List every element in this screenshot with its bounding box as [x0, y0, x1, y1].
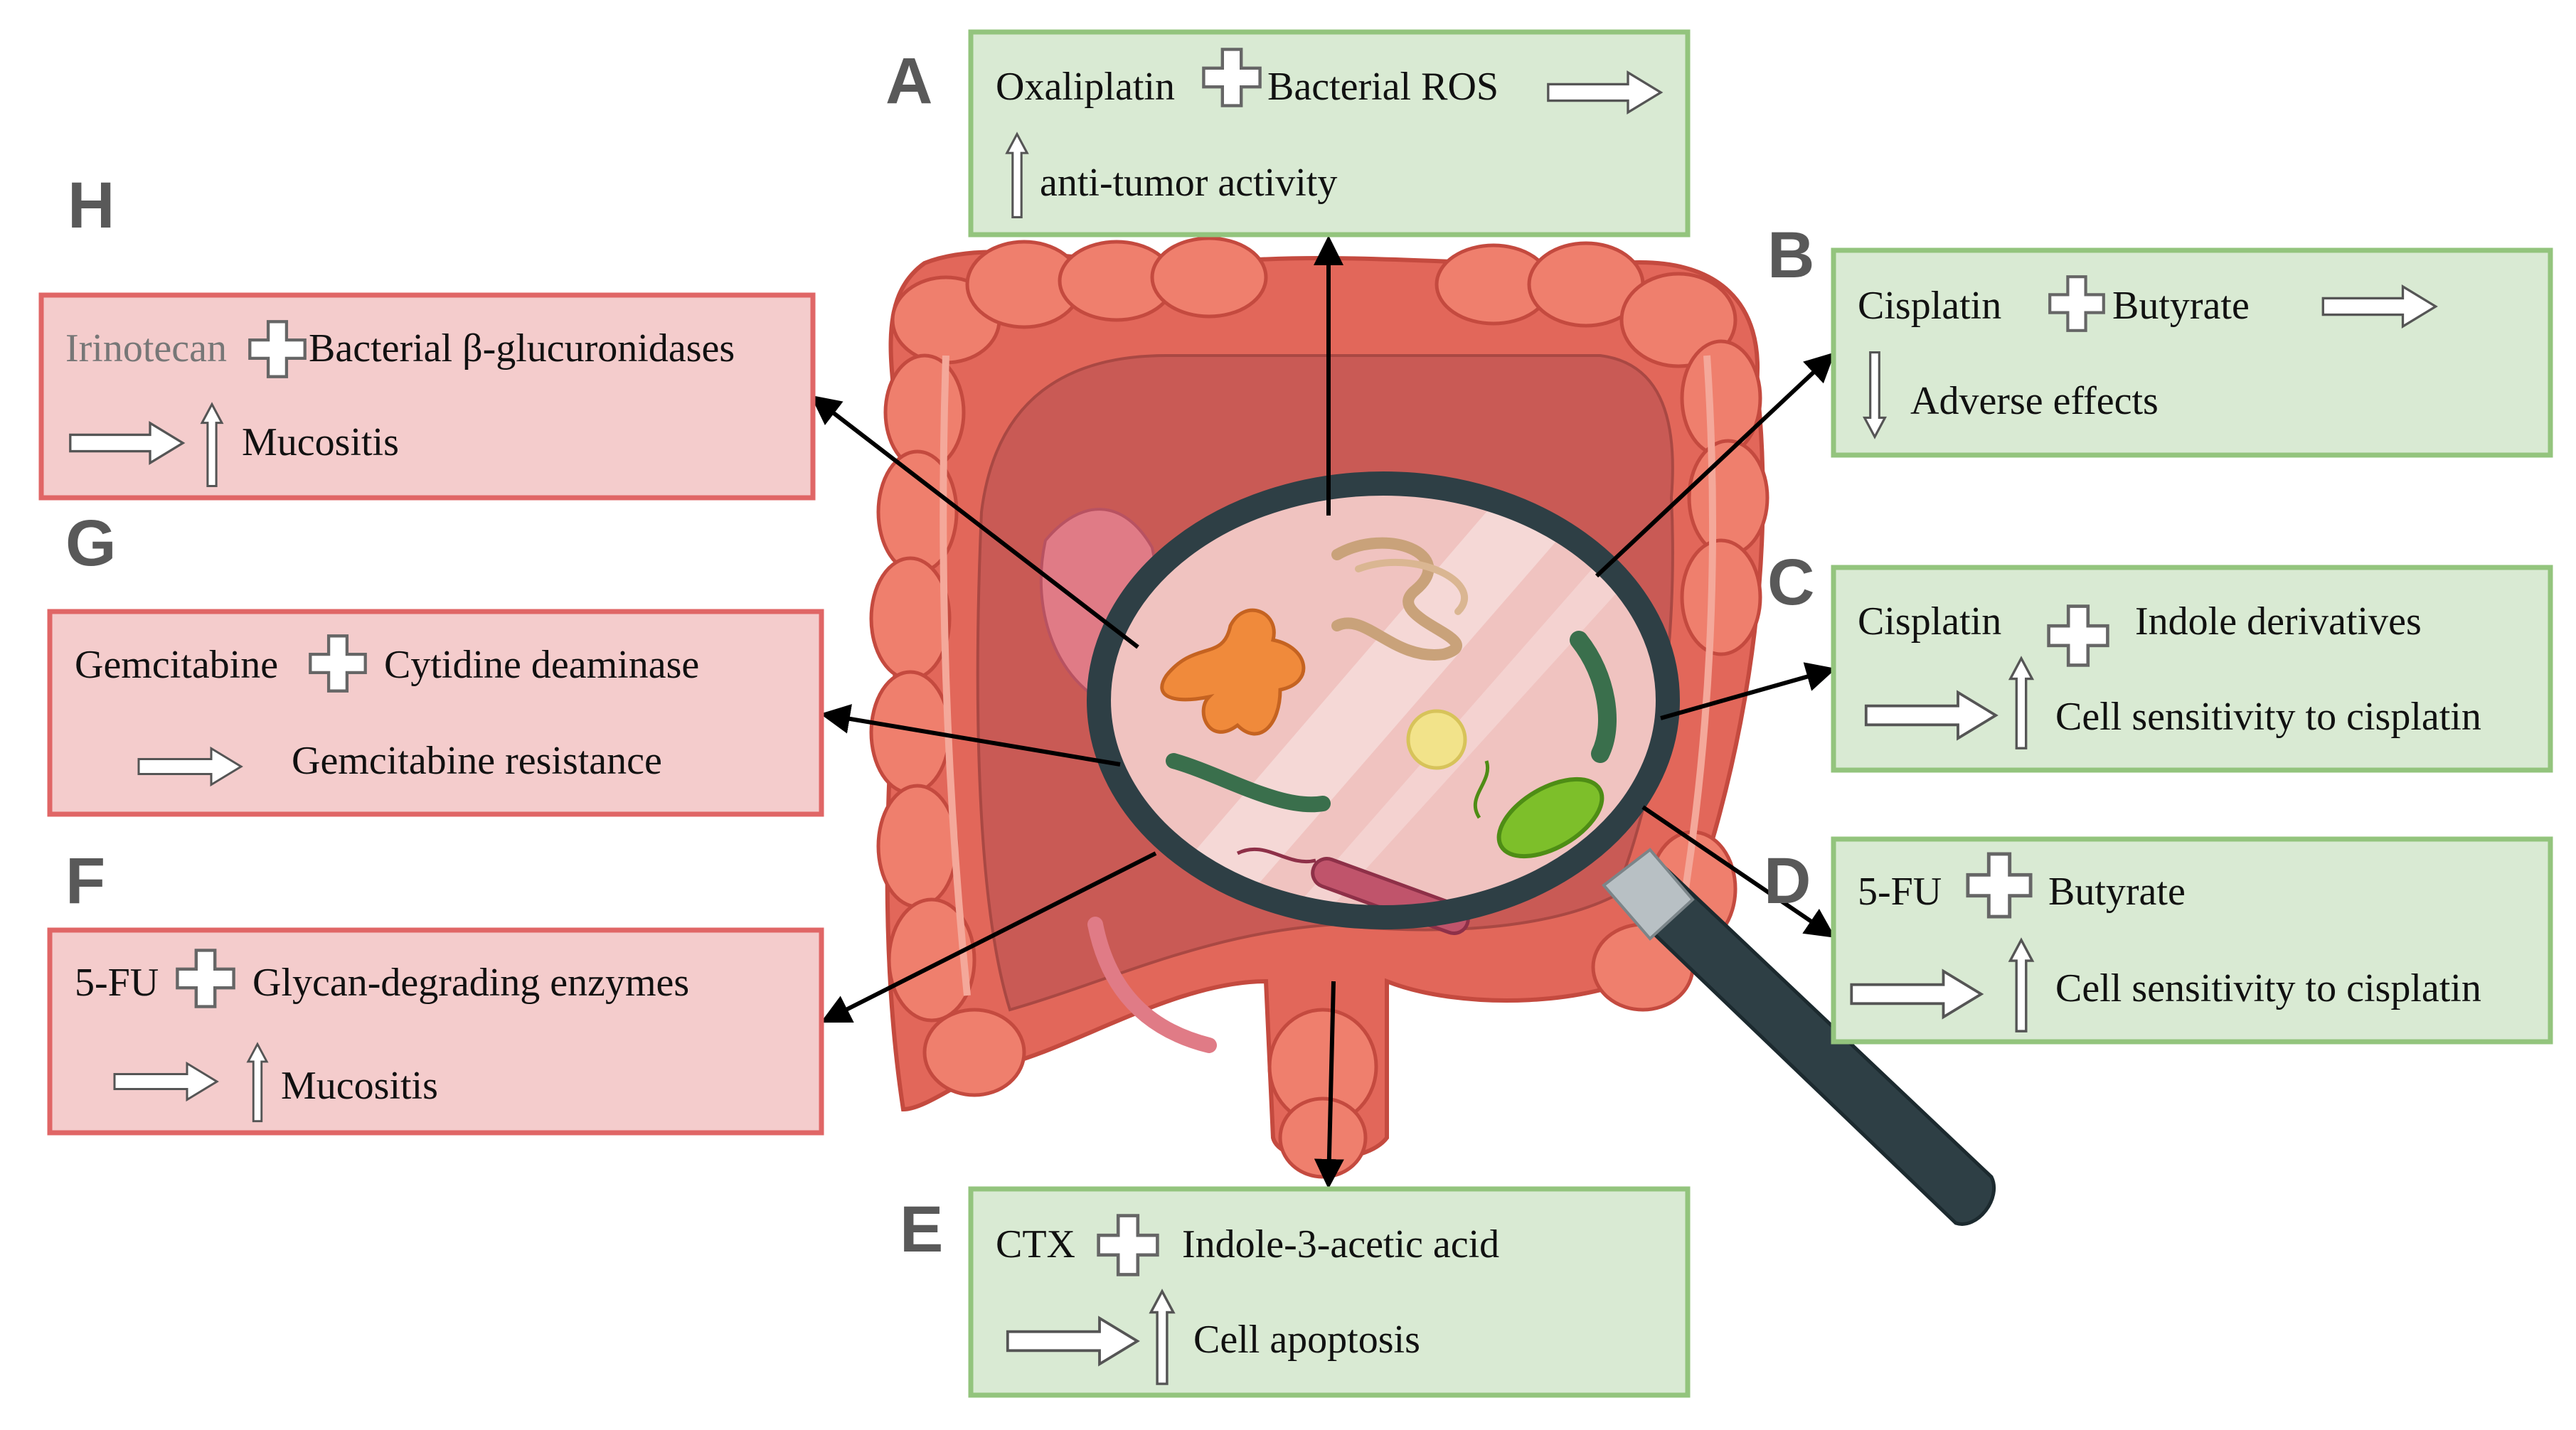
panel-A: Oxaliplatin Bacterial ROS anti-tumor act…: [968, 29, 1691, 238]
panel-D-outcome: Cell sensitivity to cisplatin: [2055, 966, 2481, 1010]
panel-H-outcome: Mucositis: [242, 420, 399, 464]
panel-F-drug: 5-FU: [75, 961, 159, 1005]
panel-F-factor: Glycan-degrading enzymes: [252, 961, 689, 1005]
panel-D-factor: Butyrate: [2048, 870, 2186, 914]
panel-G-factor: Cytidine deaminase: [384, 643, 699, 687]
panel-G-outcome: Gemcitabine resistance: [292, 739, 662, 783]
panel-letter-G: G: [65, 507, 117, 580]
panel-G: Gemcitabine Cytidine deaminase Gemcitabi…: [47, 609, 824, 817]
arrow-to-G: [820, 704, 1121, 767]
arrow-to-D: [1641, 805, 1836, 938]
panel-letter-A: A: [885, 45, 932, 117]
magnifying-glass-icon: [1087, 471, 1996, 1226]
panel-C-drug: Cisplatin: [1858, 599, 2001, 644]
panel-C: Cisplatin Indole derivatives Cell sensit…: [1831, 565, 2553, 773]
panel-F-outcome: Mucositis: [281, 1064, 438, 1108]
panel-A-factor: Bacterial ROS: [1267, 65, 1499, 109]
arrow-to-H: [810, 395, 1139, 649]
panel-letter-C: C: [1767, 546, 1814, 619]
connector-arrows: [810, 235, 1836, 1189]
panel-B-drug: Cisplatin: [1858, 284, 2001, 328]
panel-A-outcome: anti-tumor activity: [1040, 161, 1337, 205]
panel-E-factor: Indole-3-acetic acid: [1182, 1222, 1499, 1266]
panel-letter-F: F: [65, 845, 105, 917]
arrow-to-E: [1314, 981, 1344, 1189]
arrow-to-C: [1660, 662, 1836, 720]
panel-D-drug: 5-FU: [1858, 870, 1942, 914]
panel-A-drug: Oxaliplatin: [996, 65, 1175, 109]
panel-letter-E: E: [900, 1193, 943, 1266]
panel-letter-H: H: [68, 169, 115, 242]
panel-letter-D: D: [1764, 845, 1811, 917]
panel-E-outcome: Cell apoptosis: [1193, 1318, 1420, 1362]
panel-E: CTX Indole-3-acetic acid Cell apoptosis: [968, 1186, 1691, 1398]
arrow-to-F: [820, 851, 1157, 1023]
panel-G-drug: Gemcitabine: [75, 643, 278, 687]
panel-B-factor: Butyrate: [2112, 284, 2250, 328]
panel-F: 5-FU Glycan-degrading enzymes Mucositis: [47, 927, 824, 1136]
panel-H-factor: Bacterial β-glucuronidases: [309, 326, 735, 370]
panel-B: Cisplatin Butyrate Adverse effects: [1831, 247, 2553, 458]
panel-C-factor: Indole derivatives: [2135, 599, 2422, 644]
panel-letter-B: B: [1767, 219, 1814, 292]
panel-E-drug: CTX: [996, 1222, 1075, 1266]
arrow-to-B: [1595, 352, 1836, 578]
panel-H-drug: Irinotecan: [65, 326, 227, 370]
panel-D: 5-FU Butyrate Cell sensitivity to cispla…: [1831, 836, 2553, 1045]
panel-C-outcome: Cell sensitivity to cisplatin: [2055, 695, 2481, 739]
panel-H: Irinotecan Bacterial β-glucuronidases Mu…: [38, 292, 816, 501]
panel-B-outcome: Adverse effects: [1910, 379, 2159, 423]
